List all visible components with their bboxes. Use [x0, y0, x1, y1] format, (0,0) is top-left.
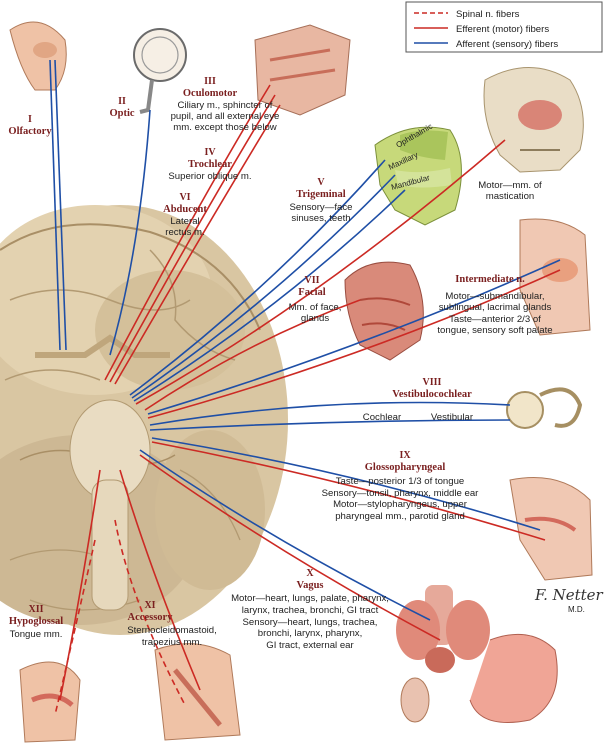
svg-text:glands: glands [301, 313, 329, 324]
svg-text:Motor—stylopharyngeus, upper: Motor—stylopharyngeus, upper [333, 499, 468, 510]
brain-illustration [0, 205, 288, 635]
legend-efferent: Efferent (motor) fibers [456, 24, 549, 35]
svg-text:Accessory: Accessory [128, 612, 174, 623]
svg-text:XII: XII [28, 604, 43, 615]
glossopharyngeal-label: IX Glossopharyngeal Taste—posterior 1/3 … [322, 450, 480, 522]
svg-text:Sensory—heart, lungs, trachea,: Sensory—heart, lungs, trachea, [243, 617, 378, 628]
intermediate-label: Intermediate n. Motor—submandibular, sub… [437, 274, 552, 336]
svg-text:III: III [204, 76, 216, 87]
svg-text:Motor—heart, lungs, palate, ph: Motor—heart, lungs, palate, pharynx, [231, 593, 389, 604]
svg-text:Vagus: Vagus [296, 580, 323, 591]
legend-afferent: Afferent (sensory) fibers [456, 39, 558, 50]
tongue-illustration [19, 661, 81, 743]
face-muscles-illustration [344, 261, 424, 361]
optic-label: II Optic [109, 96, 134, 119]
svg-text:Mm. of face,: Mm. of face, [289, 302, 342, 313]
svg-text:Olfactory: Olfactory [8, 126, 52, 137]
vagus-label: X Vagus Motor—heart, lungs, palate, phar… [231, 568, 389, 651]
face-dermatome-illustration [374, 126, 462, 226]
svg-text:IV: IV [204, 147, 216, 158]
facial-label: VII Facial Mm. of face, glands [289, 275, 342, 324]
olfactory-label: I Olfactory [8, 114, 52, 137]
hypoglossal-label: XII Hypoglossal Tongue mm. [9, 604, 63, 640]
svg-text:Vestibular: Vestibular [431, 412, 474, 423]
svg-text:Facial: Facial [298, 287, 325, 298]
vestibulocochlear-label: VIII Vestibulocochlear Cochlear Vestibul… [363, 377, 474, 423]
svg-text:Glossopharyngeal: Glossopharyngeal [365, 462, 446, 473]
svg-text:X: X [306, 568, 314, 579]
svg-text:Intermediate n.: Intermediate n. [455, 274, 525, 285]
svg-text:bronchi, larynx, pharynx,: bronchi, larynx, pharynx, [258, 628, 363, 639]
legend: Spinal n. fibers Efferent (motor) fibers… [405, 1, 603, 53]
svg-text:F. Netter: F. Netter [534, 586, 604, 604]
orbit-muscles-illustration [254, 24, 351, 116]
svg-text:pharyngeal mm., parotid gland: pharyngeal mm., parotid gland [335, 511, 465, 522]
oculomotor-label: III Oculomotor Ciliary m., sphincter of … [171, 76, 280, 133]
legend-spinal: Spinal n. fibers [456, 9, 520, 20]
svg-text:Tongue mm.: Tongue mm. [10, 629, 63, 640]
abducent-label: VI Abducent Lateral rectus m. [163, 192, 207, 238]
svg-text:larynx, trachea, bronchi, GI t: larynx, trachea, bronchi, GI tract [242, 605, 379, 616]
svg-text:rectus m.: rectus m. [165, 227, 204, 238]
svg-text:Optic: Optic [109, 108, 134, 119]
svg-text:Lateral: Lateral [170, 216, 199, 227]
svg-text:sublingual, lacrimal glands: sublingual, lacrimal glands [439, 302, 552, 313]
inner-ear-illustration [506, 387, 583, 429]
svg-text:Trigeminal: Trigeminal [296, 189, 345, 200]
svg-text:Superior oblique m.: Superior oblique m. [168, 171, 251, 182]
svg-text:Motor—mm. of: Motor—mm. of [478, 180, 542, 191]
svg-text:trapezius mm.: trapezius mm. [142, 637, 202, 648]
accessory-label: XI Accessory Sternocleidomastoid, trapez… [127, 600, 217, 648]
svg-text:I: I [28, 114, 32, 125]
nerve-fibers [49, 59, 561, 716]
svg-text:tongue, sensory soft palate: tongue, sensory soft palate [437, 325, 552, 336]
svg-text:M.D.: M.D. [568, 605, 585, 614]
svg-text:VI: VI [179, 192, 190, 203]
svg-text:Ciliary m., sphincter of: Ciliary m., sphincter of [178, 100, 273, 111]
svg-text:Abducent: Abducent [163, 204, 207, 215]
pharynx-illustration [509, 477, 593, 581]
svg-text:Oculomotor: Oculomotor [183, 88, 238, 99]
viscera-illustration [396, 585, 558, 723]
svg-text:Sensory—tonsil, pharynx, middl: Sensory—tonsil, pharynx, middle ear [322, 488, 480, 499]
nose-illustration [9, 21, 67, 91]
svg-text:IX: IX [399, 450, 411, 461]
svg-text:Sensory—face: Sensory—face [290, 202, 353, 213]
svg-text:sinuses, teeth: sinuses, teeth [291, 213, 350, 224]
svg-text:Trochlear: Trochlear [188, 159, 232, 170]
trochlear-label: IV Trochlear Superior oblique m. [168, 147, 251, 182]
svg-text:VII: VII [304, 275, 319, 286]
svg-text:mastication: mastication [486, 191, 535, 202]
svg-text:VIII: VIII [423, 377, 442, 388]
svg-text:XI: XI [144, 600, 155, 611]
svg-text:Motor—submandibular,: Motor—submandibular, [445, 291, 544, 302]
svg-text:Taste—posterior 1/3 of tongue: Taste—posterior 1/3 of tongue [336, 476, 465, 487]
svg-text:V: V [317, 177, 325, 188]
eye-illustration [133, 28, 187, 114]
svg-text:Hypoglossal: Hypoglossal [9, 616, 63, 627]
svg-text:Vestibulocochlear: Vestibulocochlear [392, 389, 472, 400]
svg-text:pupil, and all external eye: pupil, and all external eye [171, 111, 280, 122]
svg-text:Sternocleidomastoid,: Sternocleidomastoid, [127, 625, 217, 636]
svg-text:II: II [118, 96, 126, 107]
svg-text:GI tract, external ear: GI tract, external ear [266, 640, 354, 651]
neck-illustration [154, 643, 241, 741]
skull-illustration [483, 67, 584, 173]
svg-text:Cochlear: Cochlear [363, 412, 402, 423]
svg-text:mm. except those below: mm. except those below [173, 122, 277, 133]
svg-text:Taste—anterior 2/3 of: Taste—anterior 2/3 of [449, 314, 541, 325]
artist-signature: F. Netter M.D. [534, 586, 604, 614]
